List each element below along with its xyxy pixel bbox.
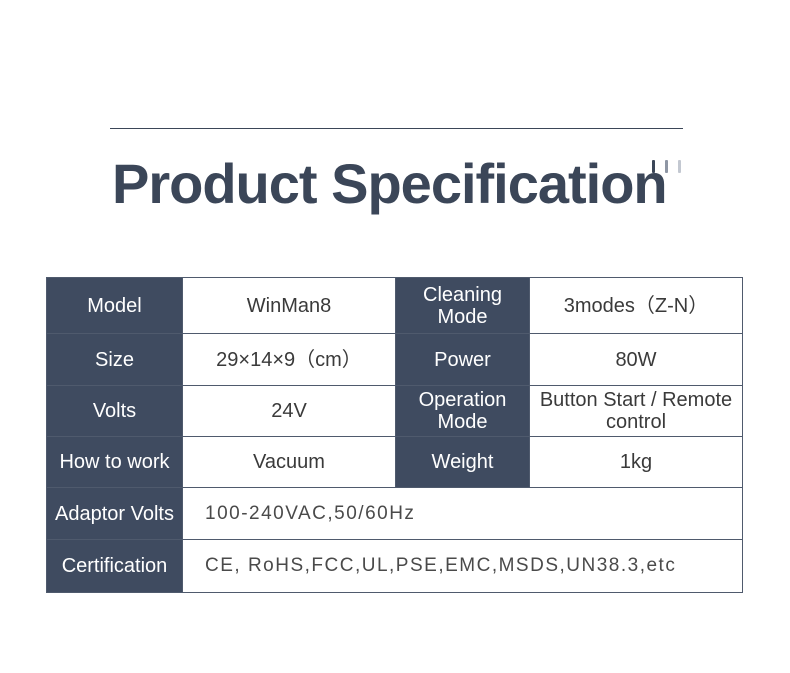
table-row: Certification CE, RoHS,FCC,UL,PSE,EMC,MS… <box>46 539 743 593</box>
spec-value-certification: CE, RoHS,FCC,UL,PSE,EMC,MSDS,UN38.3,etc <box>182 539 743 593</box>
spec-value-operation-mode: Button Start / Remote control <box>529 385 743 437</box>
spec-value-how-to-work: Vacuum <box>182 436 396 488</box>
spec-value-size: 29×14×9（cm） <box>182 333 396 386</box>
spec-value-volts: 24V <box>182 385 396 437</box>
spec-key-weight: Weight <box>395 436 530 488</box>
spec-key-power: Power <box>395 333 530 386</box>
top-divider <box>110 128 683 129</box>
spec-key-size: Size <box>46 333 183 386</box>
spec-value-model: WinMan8 <box>182 277 396 334</box>
spec-key-volts: Volts <box>46 385 183 437</box>
spec-key-certification: Certification <box>46 539 183 593</box>
table-row: Volts 24V Operation Mode Button Start / … <box>46 385 743 437</box>
spec-value-cleaning-mode: 3modes（Z-N） <box>529 277 743 334</box>
spec-value-adaptor-volts: 100-240VAC,50/60Hz <box>182 487 743 540</box>
table-row: How to work Vacuum Weight 1kg <box>46 436 743 488</box>
spec-table: Model WinMan8 Cleaning Mode 3modes（Z-N） … <box>46 277 743 593</box>
spec-key-operation-mode: Operation Mode <box>395 385 530 437</box>
spec-key-model: Model <box>46 277 183 334</box>
spec-key-adaptor-volts: Adaptor Volts <box>46 487 183 540</box>
spec-key-cleaning-mode: Cleaning Mode <box>395 277 530 334</box>
table-row: Model WinMan8 Cleaning Mode 3modes（Z-N） <box>46 277 743 334</box>
table-row: Size 29×14×9（cm） Power 80W <box>46 333 743 386</box>
spec-value-power: 80W <box>529 333 743 386</box>
page-title: Product Specification <box>112 152 668 215</box>
spec-key-how-to-work: How to work <box>46 436 183 488</box>
spec-value-weight: 1kg <box>529 436 743 488</box>
table-row: Adaptor Volts 100-240VAC,50/60Hz <box>46 487 743 540</box>
